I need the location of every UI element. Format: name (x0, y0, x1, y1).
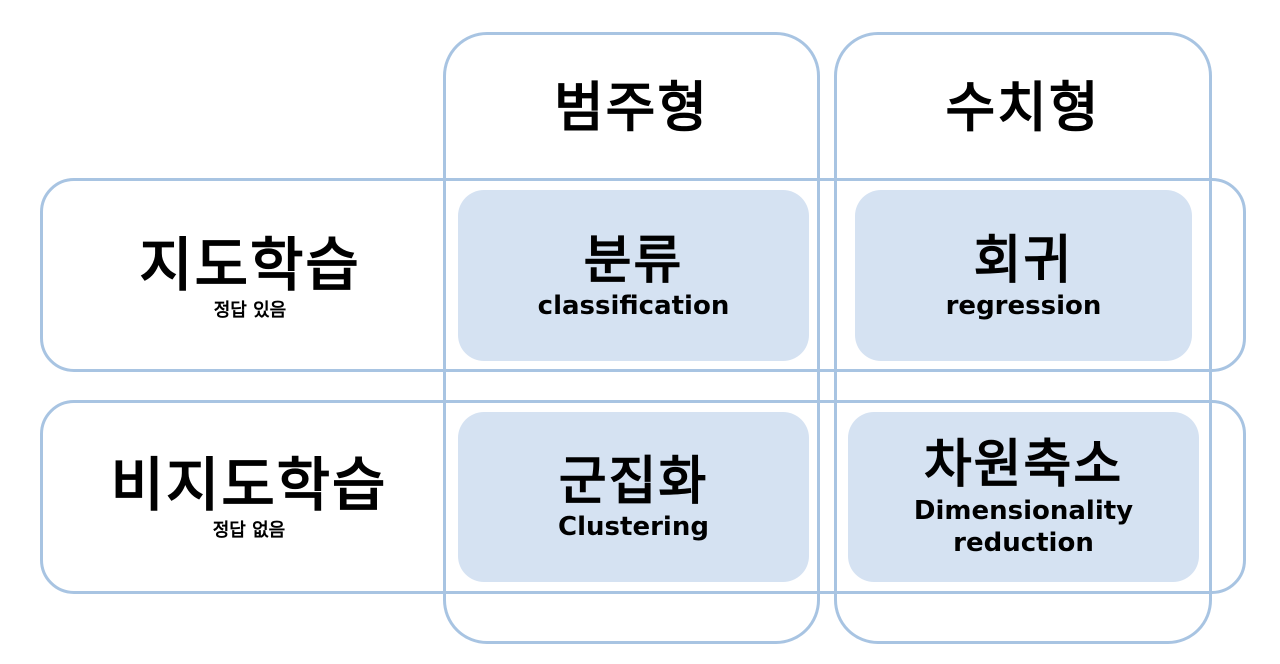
classification-label-ko: 분류 (583, 230, 684, 291)
unsupervised-subtitle: 정답 없음 (212, 520, 286, 541)
supervised-row-header: 지도학습 정답 있음 (100, 232, 400, 322)
unsupervised-row-frame (40, 400, 1246, 594)
regression-label-ko: 회귀 (973, 230, 1074, 291)
supervised-row-frame (40, 178, 1246, 372)
numerical-column-frame (834, 32, 1212, 644)
dimensionality-reduction-cell: 차원축소 Dimensionality reduction (848, 412, 1199, 582)
dimensionality-reduction-label-en-line1: Dimensionality (913, 496, 1134, 526)
dimensionality-reduction-label-en-line2: reduction (953, 528, 1094, 558)
categorical-column-frame (443, 32, 820, 644)
classification-label-en: classification (537, 290, 730, 321)
clustering-label-en: Clustering (558, 512, 709, 542)
clustering-label-ko: 군집화 (558, 452, 709, 512)
regression-label-en: regression (945, 290, 1102, 321)
regression-cell: 회귀 regression (855, 190, 1192, 361)
classification-cell: 분류 classification (458, 190, 809, 361)
clustering-cell: 군집화 Clustering (458, 412, 809, 582)
dimensionality-reduction-label-ko: 차원축소 (923, 435, 1124, 495)
categorical-column-header: 범주형 (553, 76, 710, 139)
supervised-subtitle: 정답 있음 (213, 300, 287, 321)
numerical-column-header: 수치형 (945, 76, 1101, 139)
unsupervised-row-header: 비지도학습 정답 없음 (84, 452, 414, 542)
unsupervised-title: 비지도학습 (110, 451, 388, 519)
supervised-title: 지도학습 (139, 231, 361, 299)
